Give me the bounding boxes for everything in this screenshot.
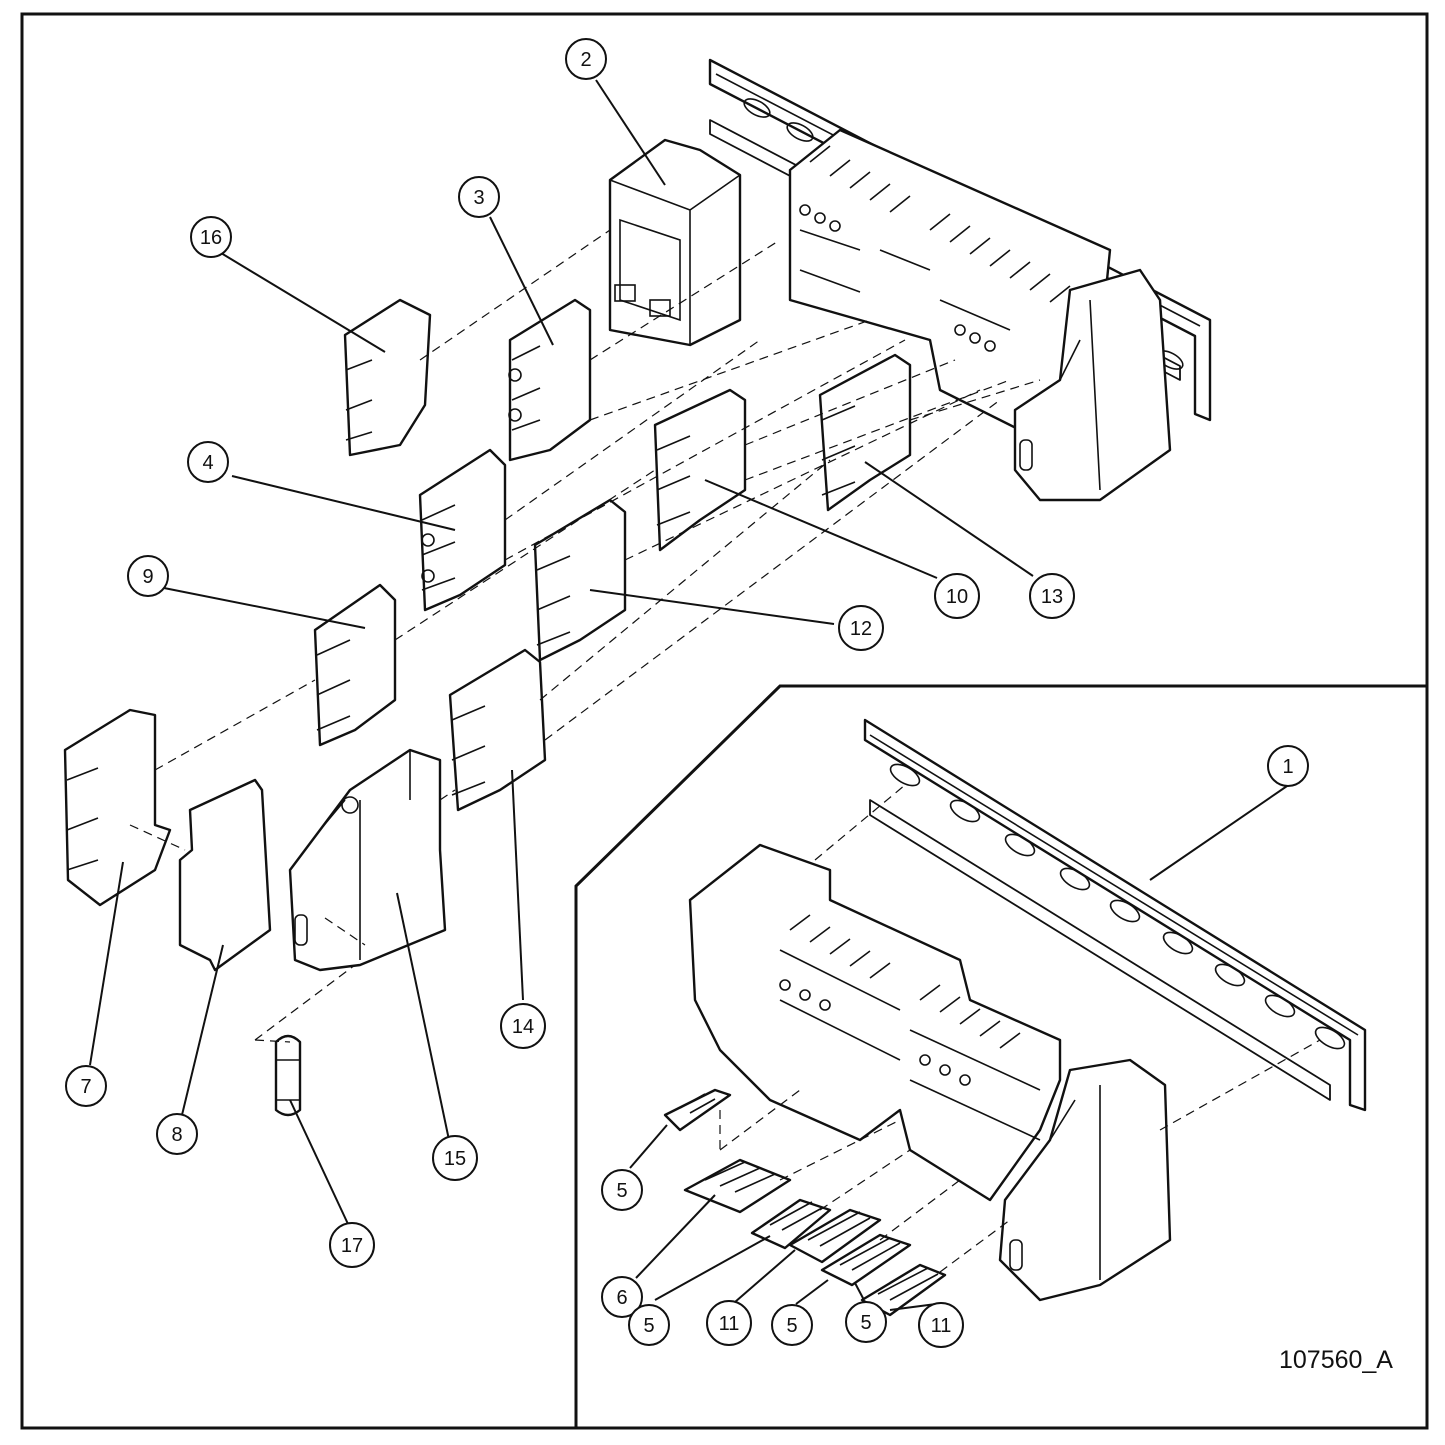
svg-text:11: 11 — [719, 1313, 740, 1335]
end-clamp-inset — [998, 1058, 1172, 1302]
din-rail-inset — [863, 718, 1367, 1112]
part-12-terminal — [533, 498, 627, 662]
svg-text:12: 12 — [850, 618, 872, 640]
callout-14: 14 — [500, 1003, 546, 1049]
inset-dash-5 — [779, 1119, 901, 1181]
part-14-terminal — [448, 648, 547, 812]
part-8-cover-plate — [178, 778, 272, 972]
inset-terminal-stack — [688, 843, 1062, 1202]
part-4-terminal — [418, 448, 507, 612]
part-13-terminal — [818, 353, 912, 512]
svg-text:17: 17 — [341, 1235, 363, 1257]
inset-dash-6 — [819, 1149, 911, 1211]
top-assembly — [708, 58, 1212, 502]
part-16-end-plate — [343, 298, 432, 457]
callout-1: 1 — [1267, 745, 1309, 787]
svg-text:14: 14 — [512, 1016, 534, 1038]
callout-11-bottom-1: 11 — [706, 1300, 752, 1346]
jumper-part-5-multi-b — [820, 1233, 912, 1287]
callout-15: 15 — [432, 1135, 478, 1181]
inset-assembly — [663, 718, 1367, 1317]
jumper-part-5-multi-a — [750, 1198, 832, 1250]
terminal-block-stack — [788, 128, 1112, 432]
callout-12: 12 — [838, 605, 884, 651]
inset-dash-4 — [719, 1089, 801, 1151]
svg-text:16: 16 — [200, 227, 222, 249]
jumper-part-11-multi-a — [788, 1208, 882, 1264]
svg-text:3: 3 — [473, 187, 484, 209]
part-2-relay-holder — [608, 138, 742, 347]
callout-9: 9 — [127, 555, 169, 597]
svg-text:7: 7 — [80, 1076, 91, 1098]
svg-text:13: 13 — [1041, 586, 1063, 608]
figure-id-label: 107560_A — [1279, 1346, 1393, 1374]
svg-text:5: 5 — [786, 1315, 797, 1337]
svg-text:10: 10 — [946, 586, 968, 608]
inset-dash-1 — [814, 784, 906, 861]
callout-5-bottom-1: 5 — [628, 1304, 670, 1346]
part-10-terminal — [653, 388, 747, 552]
end-clamp-top — [1013, 268, 1172, 502]
callout-3: 3 — [458, 176, 500, 218]
svg-text:11: 11 — [931, 1315, 952, 1337]
inset-panel-border — [574, 684, 1427, 1428]
svg-text:1: 1 — [1282, 756, 1293, 778]
svg-text:15: 15 — [444, 1148, 466, 1170]
inset-dash-8 — [939, 1219, 1011, 1273]
callouts: 1 2 3 16 4 9 10 13 12 14 7 8 15 17 5 6 5… — [65, 38, 1309, 1348]
svg-text:4: 4 — [202, 452, 213, 474]
leader-lines — [89, 79, 1291, 1311]
svg-text:9: 9 — [142, 566, 153, 588]
part-7-end-plate — [63, 708, 172, 907]
callout-5-bottom-3: 5 — [845, 1301, 887, 1343]
callout-7: 7 — [65, 1065, 107, 1107]
callout-6: 6 — [601, 1276, 643, 1318]
callout-17: 17 — [329, 1222, 375, 1268]
callout-5-top: 5 — [601, 1169, 643, 1211]
svg-text:5: 5 — [860, 1312, 871, 1334]
inset-dash-2 — [1159, 1039, 1321, 1131]
svg-text:5: 5 — [643, 1315, 654, 1337]
callout-13: 13 — [1029, 573, 1075, 619]
part-15-fuse-holder — [288, 748, 447, 972]
svg-text:2: 2 — [580, 49, 591, 71]
callout-5-bottom-2: 5 — [771, 1304, 813, 1346]
part-3-terminal — [508, 298, 592, 462]
callout-10: 10 — [934, 573, 980, 619]
inset-dash-7 — [879, 1179, 961, 1241]
callout-2: 2 — [565, 38, 607, 80]
callout-8: 8 — [156, 1113, 198, 1155]
part-9-terminal — [313, 583, 397, 747]
outer-frame — [20, 12, 1429, 1430]
jumper-part-5-two-pole — [663, 1088, 732, 1132]
callout-4: 4 — [187, 441, 229, 483]
svg-text:5: 5 — [616, 1180, 627, 1202]
jumper-part-6-three-pole — [683, 1158, 792, 1214]
callout-11-bottom-2: 11 — [918, 1302, 964, 1348]
svg-text:6: 6 — [616, 1287, 627, 1309]
part-17-fuse — [274, 1034, 302, 1117]
callout-16: 16 — [190, 216, 232, 258]
svg-text:8: 8 — [171, 1124, 182, 1146]
dashed-assembly-lines-top — [129, 229, 1041, 1043]
